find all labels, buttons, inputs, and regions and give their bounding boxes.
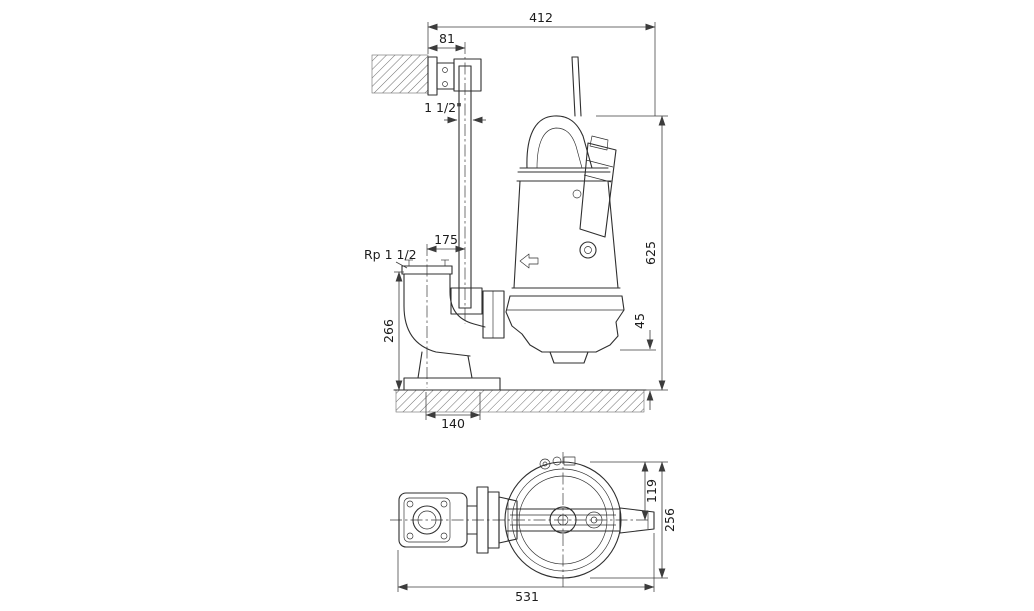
dim-140-label: 140	[441, 416, 465, 431]
dim-45-label: 45	[632, 313, 647, 329]
dim-256: 256	[590, 461, 677, 579]
dim-45: 45	[620, 313, 656, 410]
coupling-claw	[482, 290, 505, 339]
floor-section	[393, 389, 647, 413]
dim-175-label: 175	[434, 232, 458, 247]
dim-rail-size-label: 1 1/2"	[424, 100, 462, 115]
dim-531-label: 531	[515, 589, 539, 604]
dim-81: 81	[427, 31, 466, 52]
dim-140: 140	[425, 392, 481, 431]
rail-bracket	[427, 56, 482, 96]
side-view: 412 81 1 1/2" 175 Rp 1 1/2 266	[364, 10, 668, 431]
cable-plug	[579, 135, 617, 238]
wall-section	[371, 54, 429, 94]
guide-rail	[458, 42, 472, 324]
pump-volute	[505, 295, 625, 364]
dim-256-label: 256	[662, 508, 677, 532]
dim-266-label: 266	[381, 319, 396, 343]
dim-625: 625	[596, 115, 668, 391]
discharge-connection-label: Rp 1 1/2	[364, 247, 417, 262]
power-cable	[571, 56, 582, 117]
pump-plan-view	[504, 456, 655, 579]
dim-412: 412	[427, 10, 656, 116]
dim-412-label: 412	[529, 10, 553, 25]
dim-guide-rail-size: 1 1/2"	[424, 100, 486, 124]
wall-hatch	[371, 54, 429, 94]
label-discharge-connection: Rp 1 1/2	[364, 247, 417, 269]
cable-gland-plan	[539, 458, 551, 470]
dim-175: 175	[426, 232, 466, 253]
auto-coupling-base	[401, 244, 505, 391]
plug-plan	[619, 507, 655, 534]
dim-625-label: 625	[643, 241, 658, 265]
dim-119-label: 119	[644, 479, 659, 503]
plan-view: 119 256 531	[390, 452, 677, 604]
motor-body	[509, 167, 623, 297]
floor-hatch	[395, 389, 645, 413]
dim-531: 531	[397, 533, 655, 604]
lifting-handle	[526, 115, 593, 169]
dim-266: 266	[381, 271, 404, 391]
coupling-plan-view	[398, 486, 518, 554]
dim-81-label: 81	[439, 31, 455, 46]
rail-claw	[450, 287, 483, 315]
dim-119: 119	[590, 461, 668, 521]
flow-arrow-icon	[519, 253, 539, 269]
